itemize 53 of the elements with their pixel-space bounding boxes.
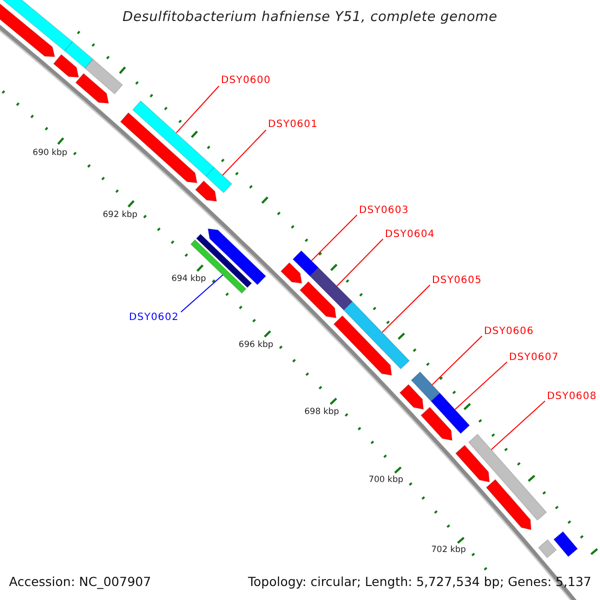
accession-text: Accession: NC_007907 xyxy=(9,576,152,588)
leader-line xyxy=(176,86,220,134)
gene-block xyxy=(53,54,80,78)
gene-label: DSY0602 xyxy=(129,313,179,323)
gene-bar xyxy=(84,58,124,94)
gene-bar xyxy=(309,267,353,311)
title: Desulfitobacterium hafniense Y51, complete genome xyxy=(122,11,498,24)
gene-bar xyxy=(205,166,232,194)
gene-bar xyxy=(410,371,440,402)
leader-line xyxy=(180,274,224,312)
gene-bar xyxy=(64,41,94,69)
gene-bar xyxy=(538,539,557,558)
scale-label: 694 kbp xyxy=(171,275,206,284)
scale-label: 698 kbp xyxy=(304,408,340,416)
gene-block xyxy=(299,281,337,318)
gene-label: DSY0605 xyxy=(432,276,482,286)
scale-label: 700 kbp xyxy=(368,476,404,485)
gene-block xyxy=(333,315,392,376)
gene-label: DSY0600 xyxy=(221,76,271,86)
leader-line xyxy=(432,336,482,386)
gene-label: DSY0606 xyxy=(484,327,534,337)
gene-label: DSY0608 xyxy=(547,392,597,402)
gene-block xyxy=(120,112,198,184)
gene-block xyxy=(208,228,266,286)
gene-bar xyxy=(292,250,319,277)
leader-line xyxy=(336,238,384,287)
gene-bar xyxy=(132,100,215,177)
gene-bar xyxy=(0,0,74,52)
scale-label: 690 kbp xyxy=(32,148,68,158)
gene-block xyxy=(455,444,490,482)
gene-block xyxy=(194,180,218,202)
gene-label: DSY0601 xyxy=(268,120,318,130)
gene-bar xyxy=(430,392,470,434)
gene-bar xyxy=(190,239,247,294)
gene-block xyxy=(420,406,453,441)
leader-line xyxy=(454,362,508,410)
scale-label: 696 kbp xyxy=(238,340,274,350)
scale-label: 702 kbp xyxy=(431,546,466,555)
scale-label: 692 kbp xyxy=(102,211,138,220)
genome-summary-text: Topology: circular; Length: 5,727,534 bp; Genes: 5,137 xyxy=(248,576,592,588)
gene-block xyxy=(486,478,532,530)
gene-block xyxy=(399,384,424,410)
gene-block xyxy=(75,72,110,104)
gene-bar xyxy=(343,301,410,370)
gene-label: DSY0604 xyxy=(385,230,435,240)
leader-line xyxy=(490,400,546,450)
gene-bar xyxy=(553,531,578,558)
gene-label: DSY0603 xyxy=(359,206,409,216)
leader-line xyxy=(310,214,358,262)
gene-bar xyxy=(468,434,548,521)
leader-line xyxy=(382,284,430,333)
gene-block xyxy=(280,262,302,284)
gene-label: DSY0607 xyxy=(509,353,559,363)
